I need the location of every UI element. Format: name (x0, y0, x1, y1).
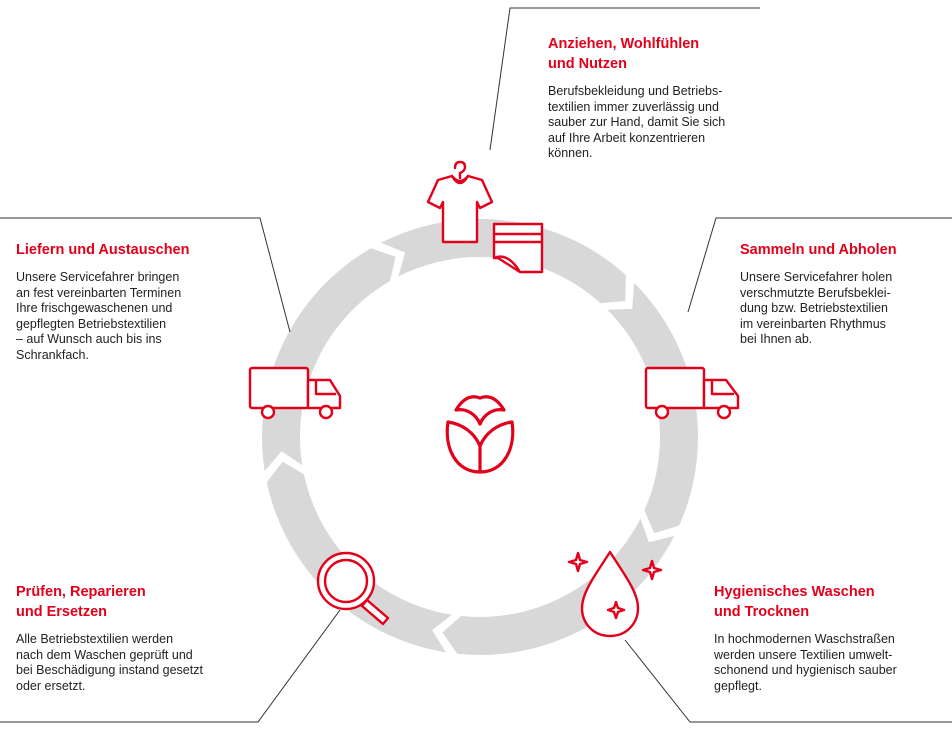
magnifier-icon (316, 551, 390, 626)
step-wear: Anziehen, Wohlfühlen und Nutzen Berufsbe… (548, 34, 768, 162)
step-description: In hochmodernen Waschstraßen werden unse… (714, 632, 897, 693)
tulip-logo-icon (445, 395, 515, 474)
shirt-hanger-icon (426, 160, 494, 244)
step-title: Hygienisches Waschen und Trocknen (714, 584, 875, 620)
step-deliver: Liefern und Austauschen Unsere Servicefa… (16, 240, 256, 363)
ring-arrow-segment (442, 518, 675, 655)
step-description: Unsere Servicefahrer holen verschmutzte … (740, 270, 893, 346)
step-wash: Hygienisches Waschen und Trocknen In hoc… (714, 582, 950, 694)
step-title: Liefern und Austauschen (16, 242, 190, 258)
truck-icon-collect (644, 366, 740, 420)
ring-arrow-segment (266, 461, 452, 653)
leader-line-wash (624, 639, 952, 723)
step-title: Anziehen, Wohlfühlen und Nutzen (548, 36, 700, 72)
step-collect: Sammeln und Abholen Unsere Servicefahrer… (740, 240, 950, 348)
ring-arrow-segment (262, 248, 396, 472)
leader-line-check (0, 609, 341, 723)
leader-line-deliver (0, 217, 291, 333)
leader-lines (0, 7, 952, 723)
step-description: Alle Betriebstextilien werden nach dem W… (16, 632, 203, 693)
ring-arrow-segment (607, 282, 698, 534)
step-description: Unsere Servicefahrer bringen an fest ver… (16, 270, 182, 362)
step-title: Sammeln und Abholen (740, 242, 897, 258)
step-description: Berufsbekleidung und Betriebs- textilien… (548, 84, 726, 160)
step-check: Prüfen, Reparieren und Ersetzen Alle Bet… (16, 582, 276, 694)
water-drop-sparkle-icon (567, 550, 663, 638)
folded-towel-icon (492, 222, 544, 274)
step-title: Prüfen, Reparieren und Ersetzen (16, 584, 146, 620)
leader-line-collect (687, 217, 952, 313)
leader-line-wear (489, 7, 760, 151)
truck-icon-deliver (248, 366, 342, 420)
